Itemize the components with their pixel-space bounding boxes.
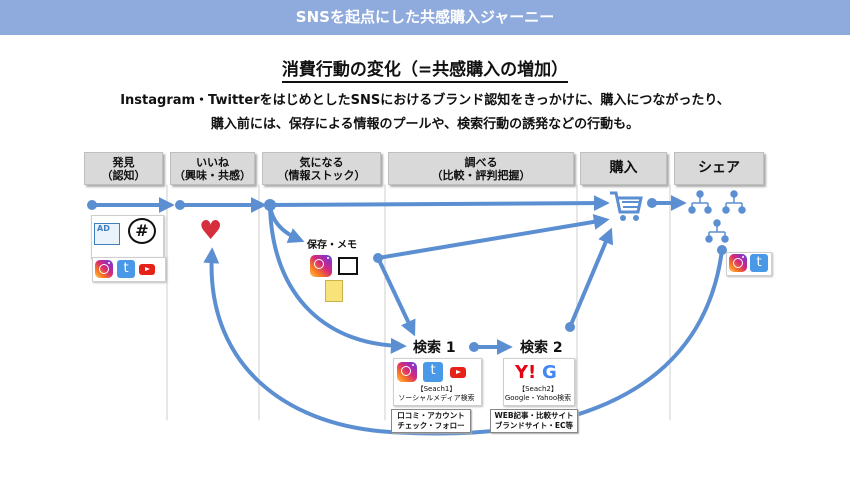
hashtag-icon: # bbox=[128, 218, 156, 244]
subtitle-line-1: Instagram・TwitterをはじめとしたSNSにおけるブランド認知をきっ… bbox=[120, 93, 730, 108]
arrow-interest-to-purchase bbox=[268, 195, 610, 212]
arrow-save-to-purchase bbox=[376, 213, 610, 260]
stage-interest-sub: （情報ストック） bbox=[277, 168, 366, 182]
search-2-caption-desc: Google・Yahoo検索 bbox=[504, 394, 572, 402]
arrow-interest-to-search1 bbox=[268, 203, 407, 354]
stage-interest-label: 気になる bbox=[299, 155, 344, 169]
heart-icon: ♥ bbox=[199, 216, 223, 246]
instagram-save-icon bbox=[310, 255, 332, 277]
stage-like-label: いいね bbox=[196, 155, 229, 169]
instagram-search-icon bbox=[397, 362, 417, 382]
stage-purchase-label: 購入 bbox=[609, 160, 638, 176]
stage-like: いいね （興味・共感） bbox=[170, 152, 255, 185]
search-2-tag-line2: ブランドサイト・EC等 bbox=[494, 421, 574, 430]
search-1-caption-title: 【Seach1】 bbox=[416, 385, 457, 393]
shopping-cart-icon bbox=[610, 191, 643, 221]
google-icon: G bbox=[542, 362, 557, 383]
arrow-save-to-search1 bbox=[376, 256, 416, 337]
photo-icon bbox=[338, 257, 358, 275]
yahoo-icon: Y! bbox=[515, 362, 537, 383]
stage-share: シェア bbox=[674, 152, 764, 185]
stage-share-label: シェア bbox=[698, 160, 740, 176]
youtube-icon bbox=[139, 264, 155, 275]
stage-discovery-label: 発見 bbox=[112, 155, 135, 169]
search-2-tag: WEB記事・比較サイト ブランドサイト・EC等 bbox=[490, 409, 578, 433]
search-2-caption: 【Seach2】 Google・Yahoo検索 bbox=[503, 385, 573, 403]
search-2-tag-line1: WEB記事・比較サイト bbox=[494, 411, 574, 420]
search-2-caption-title: 【Seach2】 bbox=[518, 385, 558, 393]
search-1-caption: 【Seach1】 ソーシャルメディア検索 bbox=[393, 385, 480, 403]
ad-icon: AD bbox=[94, 223, 120, 245]
memo-note-icon bbox=[325, 280, 343, 302]
stage-interest: 気になる （情報ストック） bbox=[262, 152, 381, 185]
search-1-tag-line2: チェック・フォロー bbox=[397, 421, 465, 430]
twitter-share-icon: t bbox=[750, 254, 768, 272]
twitter-search-icon: t bbox=[423, 362, 443, 382]
stage-research-label: 調べる bbox=[464, 155, 498, 169]
arrow-search2-to-purchase bbox=[568, 227, 614, 329]
search-1-tag: 口コミ・アカウント チェック・フォロー bbox=[391, 409, 471, 433]
search-1-label: 検索 1 bbox=[413, 340, 456, 356]
stage-purchase: 購入 bbox=[580, 152, 667, 185]
header-bar: SNSを起点にした共感購入ジャーニー bbox=[0, 0, 850, 35]
stage-research-sub: （比較・評判把握） bbox=[431, 168, 531, 182]
instagram-share-icon bbox=[729, 254, 747, 272]
stage-discovery: 発見 （認知） bbox=[84, 152, 163, 185]
share-network-icon bbox=[688, 190, 746, 243]
instagram-icon bbox=[95, 260, 113, 278]
search-2-label: 検索 2 bbox=[520, 340, 563, 356]
stage-research: 調べる （比較・評判把握） bbox=[388, 152, 574, 185]
twitter-icon: t bbox=[117, 260, 135, 278]
search-1-tag-line1: 口コミ・アカウント bbox=[397, 411, 465, 420]
save-memo-label: 保存・メモ bbox=[307, 240, 357, 251]
subtitle-line-2: 購入前には、保存による情報のプールや、検索行動の誘発などの行動も。 bbox=[210, 117, 640, 132]
youtube-search-icon bbox=[450, 367, 466, 378]
stage-like-sub: （興味・共感） bbox=[174, 168, 251, 182]
search-1-caption-desc: ソーシャルメディア検索 bbox=[398, 394, 475, 402]
search-2-card bbox=[503, 358, 575, 406]
stage-discovery-sub: （認知） bbox=[101, 168, 146, 182]
main-title: 消費行動の変化（=共感購入の増加） bbox=[0, 55, 850, 83]
